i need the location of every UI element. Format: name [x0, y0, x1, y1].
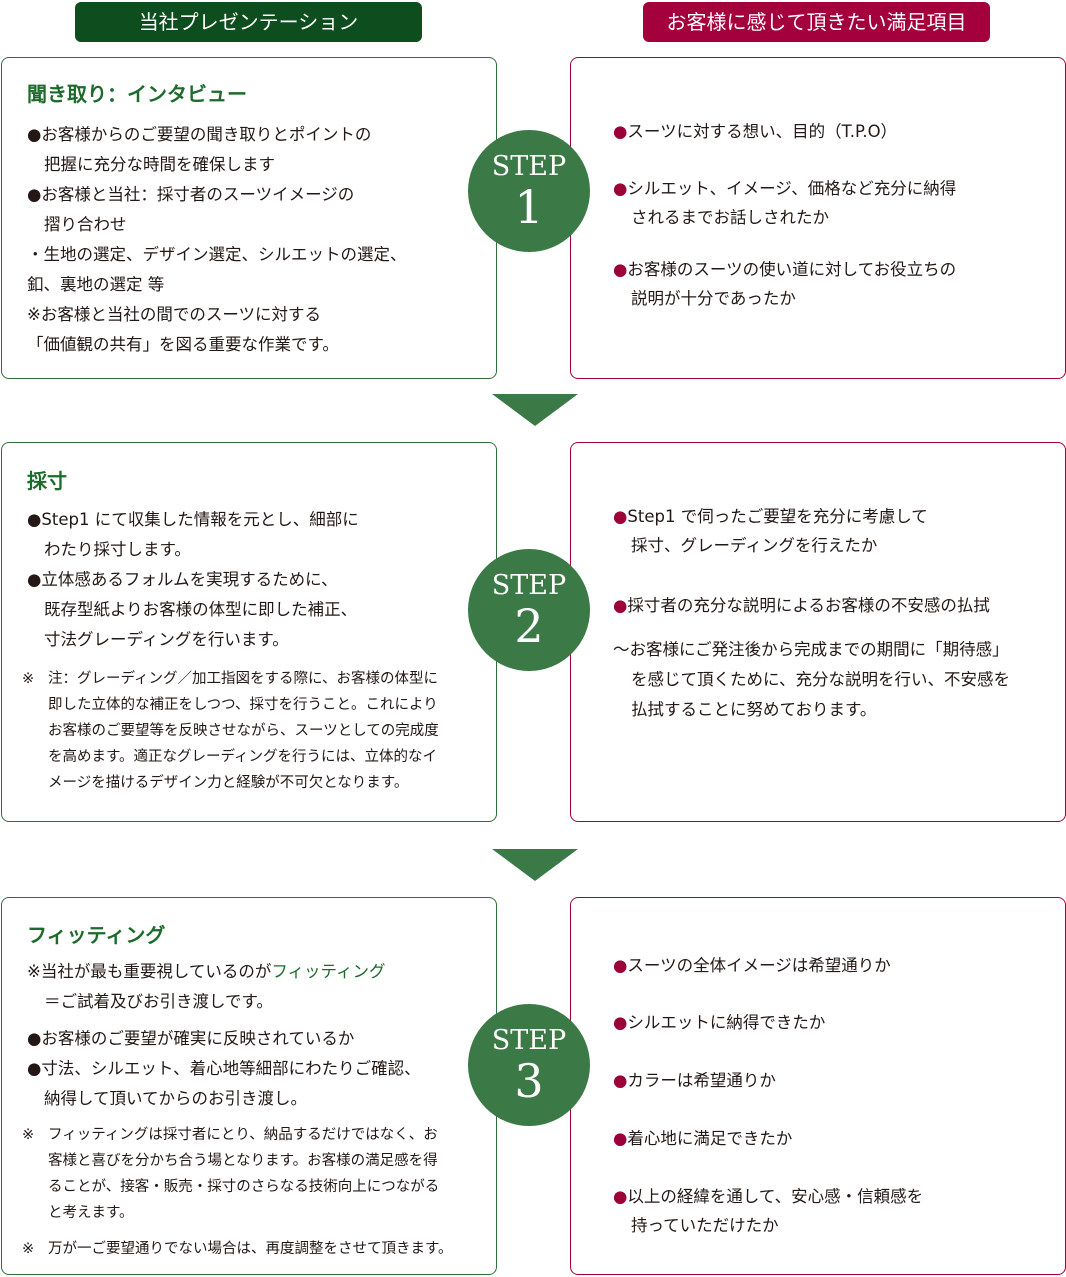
bullet-icon: ● [613, 260, 628, 279]
bullet-icon: ● [613, 956, 628, 975]
step2-line: わたり採寸します。 [44, 540, 191, 559]
step3-check-item: ●以上の経緯を通して、安心感・信頼感を [613, 1187, 924, 1206]
step-label: STEP [491, 1025, 567, 1056]
step1-title: 聞き取り：インタビュー [27, 82, 247, 106]
step1-left-box: 聞き取り：インタビュー ●お客様からのご要望の聞き取りとポイントの 把握に充分な… [1, 57, 497, 379]
step2-note-line: を高めます。適正なグレーディングを行うには、立体的なイ [48, 749, 438, 765]
step2-left-box: 採寸 ●Step1 にて収集した情報を元とし、細部に わたり採寸します。 ●立体… [1, 442, 497, 822]
step2-note-line: 即した立体的な補正をしつつ、採寸を行うこと。これにより [48, 697, 438, 713]
step-label: STEP [491, 570, 567, 601]
step1-check-item: ●お客様のスーツの使い道に対してお役立ちの [613, 260, 957, 279]
bullet-icon: ● [613, 1187, 628, 1206]
step2-line: ●立体感あるフォルムを実現するために、 [27, 570, 338, 589]
step1-badge: STEP 1 [468, 130, 590, 252]
step3-check-item: ●シルエットに納得できたか [613, 1013, 826, 1032]
step2-title: 採寸 [27, 469, 67, 493]
step1-line: ・生地の選定、デザイン選定、シルエットの選定、 [27, 245, 407, 264]
step2-check-item: ●Step1 で伺ったご要望を充分に考慮して [613, 507, 928, 526]
step1-line: 把握に充分な時間を確保します [44, 155, 275, 174]
step2-line: ●Step1 にて収集した情報を元とし、細部に [27, 510, 359, 529]
step2-line: 寸法グレーディングを行います。 [44, 630, 289, 649]
step3-note-line: と考えます。 [48, 1205, 134, 1221]
step1-line: ※お客様と当社の間でのスーツに対する [27, 305, 321, 324]
step1-line: 釦、裏地の選定 等 [27, 275, 165, 294]
step1-check-item-cont: されるまでお話しされたか [631, 208, 829, 227]
step1-check-item: ●スーツに対する想い、目的（T.P.O） [613, 122, 898, 141]
header-company-presentation: 当社プレゼンテーション [75, 2, 422, 42]
step2-right-box: ●Step1 で伺ったご要望を充分に考慮して 採寸、グレーディングを行えたか ●… [570, 442, 1066, 822]
step-number: 2 [514, 599, 544, 653]
bullet-icon: ● [613, 596, 628, 615]
down-arrow-icon [492, 394, 578, 426]
step2-extra-line: 〜お客様にご発注後から完成までの期間に「期待感」 [613, 640, 1009, 659]
step3-right-box: ●スーツの全体イメージは希望通りか ●シルエットに納得できたか ●カラーは希望通… [570, 897, 1066, 1275]
step3-line: 納得して頂いてからのお引き渡し。 [44, 1089, 308, 1108]
step3-left-box: フィッティング ※当社が最も重要視しているのがフィッティング ＝ご試着及びお引き… [1, 897, 497, 1275]
step1-check-item: ●シルエット、イメージ、価格など充分に納得 [613, 179, 957, 198]
bullet-icon: ● [613, 1013, 628, 1032]
bullet-icon: ● [613, 122, 628, 141]
step1-line: ●お客様と当社：採寸者のスーツイメージの [27, 185, 355, 204]
step1-line: 「価値観の共有」を図る重要な作業です。 [27, 335, 339, 354]
step1-line: ●お客様からのご要望の聞き取りとポイントの [27, 125, 372, 144]
step1-check-item-cont: 説明が十分であったか [631, 289, 796, 308]
bullet-icon: ● [613, 1071, 628, 1090]
bullet-icon: ● [613, 1129, 628, 1148]
step-number: 3 [514, 1054, 544, 1108]
note-mark: ※ [22, 671, 35, 687]
step2-note-line: メージを描けるデザイン力と経験が不可欠となります。 [48, 775, 409, 791]
step2-extra-line: を感じて頂くために、充分な説明を行い、不安感を [631, 670, 1011, 689]
step2-badge: STEP 2 [468, 549, 590, 671]
step3-check-item-cont: 持っていただけたか [631, 1216, 779, 1235]
note-mark: ※ [22, 1241, 35, 1257]
step3-check-item: ●スーツの全体イメージは希望通りか [613, 956, 891, 975]
step3-intro-cont: ＝ご試着及びお引き渡しです。 [44, 992, 273, 1011]
step1-line: 摺り合わせ [44, 215, 127, 234]
step3-intro: ※当社が最も重要視しているのがフィッティング [27, 962, 386, 981]
step3-note2: 万が一ご要望通りでない場合は、再度調整をさせて頂きます。 [48, 1241, 453, 1257]
step3-note-line: ることが、接客・販売・採寸のさらなる技術向上につながる [48, 1179, 440, 1195]
step3-check-item: ●カラーは希望通りか [613, 1071, 776, 1090]
step2-check-item: ●採寸者の充分な説明によるお客様の不安感の払拭 [613, 596, 990, 615]
step3-check-item: ●着心地に満足できたか [613, 1129, 793, 1148]
step3-note-line: 客様と喜びを分かち合う場となります。お客様の満足感を得 [48, 1153, 438, 1169]
step3-line: ●寸法、シルエット、着心地等細部にわたりご確認、 [27, 1059, 421, 1078]
bullet-icon: ● [613, 179, 628, 198]
step3-title: フィッティング [27, 923, 166, 947]
step-label: STEP [491, 151, 567, 182]
header-customer-satisfaction: お客様に感じて頂きたい満足項目 [643, 2, 990, 42]
step2-note-line: お客様のご要望等を反映させながら、スーツとしての完成度 [48, 723, 439, 739]
step2-note-line: 注：グレーディング／加工指図をする際に、お客様の体型に [48, 671, 439, 687]
step2-extra-line: 払拭することに努めております。 [631, 700, 877, 719]
step2-check-item-cont: 採寸、グレーディングを行えたか [631, 536, 878, 555]
step2-line: 既存型紙よりお客様の体型に即した補正、 [44, 600, 358, 619]
step-number: 1 [514, 180, 544, 234]
down-arrow-icon [492, 849, 578, 881]
step1-right-box: ●スーツに対する想い、目的（T.P.O） ●シルエット、イメージ、価格など充分に… [570, 57, 1066, 379]
step3-line: ●お客様のご要望が確実に反映されているか [27, 1029, 355, 1048]
note-mark: ※ [22, 1127, 35, 1143]
step3-note-line: フィッティングは採寸者にとり、納品するだけではなく、お [48, 1127, 438, 1143]
bullet-icon: ● [613, 507, 628, 526]
step3-badge: STEP 3 [468, 1004, 590, 1126]
